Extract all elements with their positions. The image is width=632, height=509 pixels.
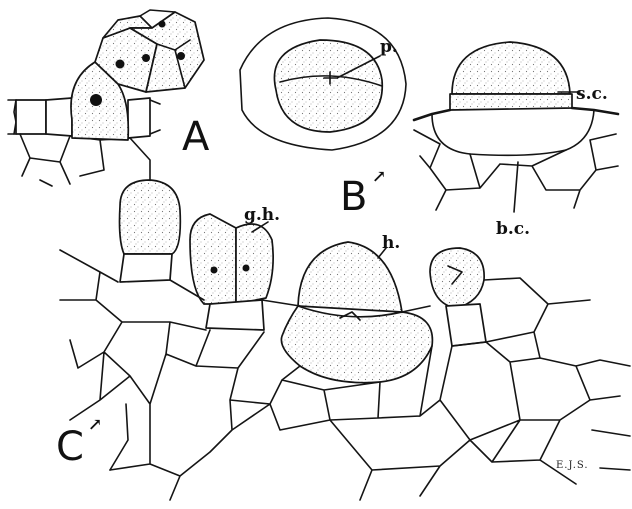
- panel-label-b: B: [340, 174, 367, 220]
- label-h: h.: [382, 233, 400, 253]
- panel-label-a: A: [182, 114, 210, 160]
- artist-signature: E.J.S.: [556, 460, 589, 471]
- panel-b-arrow: ↗: [372, 167, 386, 187]
- panel-c-drawing: [60, 180, 630, 500]
- label-sc: s.c.: [576, 84, 608, 104]
- label-gh: g.h.: [244, 205, 280, 225]
- label-p: p.: [380, 37, 398, 57]
- panel-label-c: C: [56, 424, 84, 470]
- panel-a-drawing: [8, 10, 204, 186]
- panel-c-arrow: ↗: [88, 415, 102, 435]
- label-bc: b.c.: [496, 219, 530, 239]
- label-bc-leader: [514, 162, 518, 212]
